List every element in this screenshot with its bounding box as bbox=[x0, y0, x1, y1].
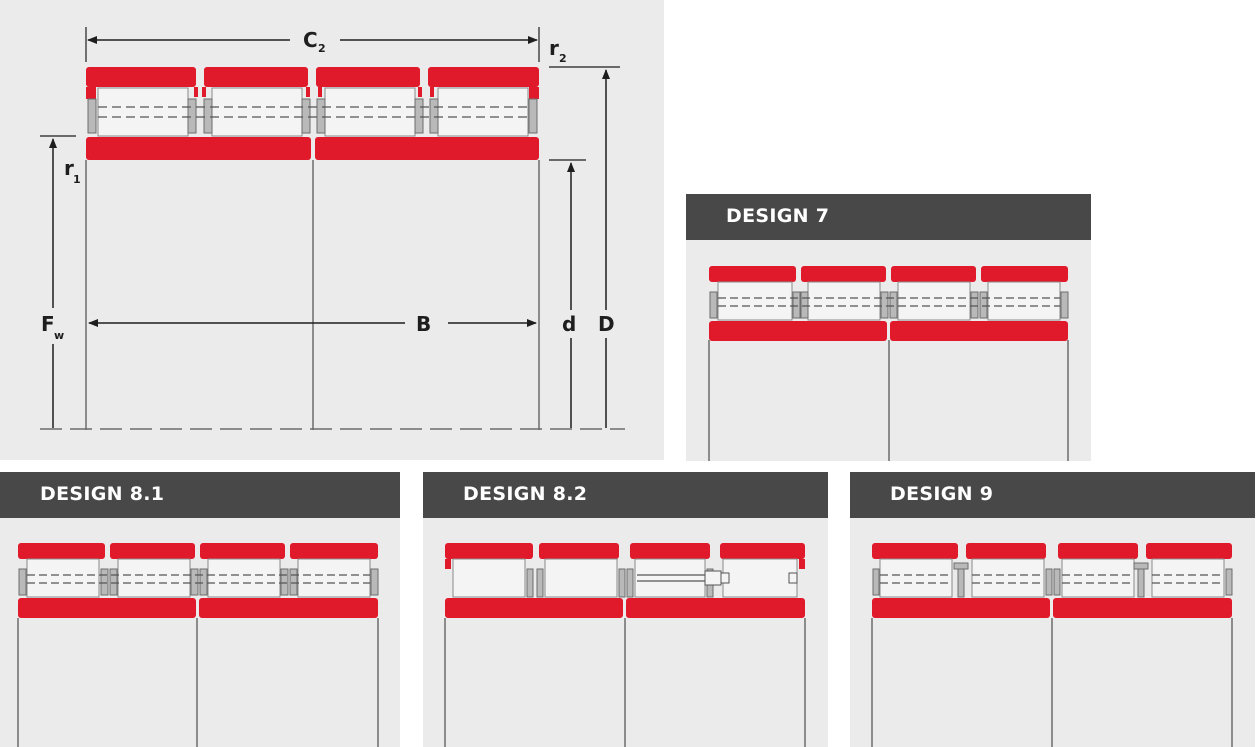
label-D: D bbox=[598, 312, 615, 336]
label-r2-sub: 2 bbox=[559, 52, 567, 65]
design-8-2-header: DESIGN 8.2 bbox=[423, 472, 828, 518]
label-fw: F bbox=[41, 312, 55, 336]
design-7-header: DESIGN 7 bbox=[686, 194, 1091, 240]
design-9-illustration bbox=[871, 543, 1233, 747]
inner-ring-segments bbox=[86, 137, 539, 160]
label-fw-sub: w bbox=[54, 329, 64, 342]
design-7-panel: DESIGN 7 bbox=[686, 194, 1091, 461]
label-c2-sub: 2 bbox=[318, 42, 326, 55]
outer-ring-segments bbox=[86, 67, 539, 99]
design-9-title: DESIGN 9 bbox=[890, 483, 994, 505]
design-8-2-illustration bbox=[444, 543, 806, 747]
design-7-illustration bbox=[708, 266, 1069, 461]
label-c2: C bbox=[303, 28, 318, 52]
design-8-1-title: DESIGN 8.1 bbox=[40, 483, 165, 505]
design-9-panel: DESIGN 9 bbox=[850, 472, 1255, 747]
label-r2: r bbox=[549, 36, 559, 60]
label-r1-sub: 1 bbox=[73, 173, 81, 186]
design-8-2-title: DESIGN 8.2 bbox=[463, 483, 588, 505]
design-8-1-panel: DESIGN 8.1 bbox=[0, 472, 400, 747]
design-8-1-illustration bbox=[17, 543, 379, 747]
design-8-2-panel: DESIGN 8.2 bbox=[423, 472, 828, 747]
main-drawing-panel: C 2 r 2 D d F w r 1 B bbox=[0, 0, 664, 460]
roller-row bbox=[87, 87, 538, 137]
design-8-1-header: DESIGN 8.1 bbox=[0, 472, 400, 518]
design-7-title: DESIGN 7 bbox=[726, 205, 830, 227]
design-9-header: DESIGN 9 bbox=[850, 472, 1255, 518]
label-r1: r bbox=[64, 156, 74, 180]
bearing-dimension-drawing: C 2 r 2 D d F w r 1 B bbox=[38, 27, 625, 430]
label-d: d bbox=[562, 312, 576, 336]
label-b: B bbox=[416, 312, 431, 336]
